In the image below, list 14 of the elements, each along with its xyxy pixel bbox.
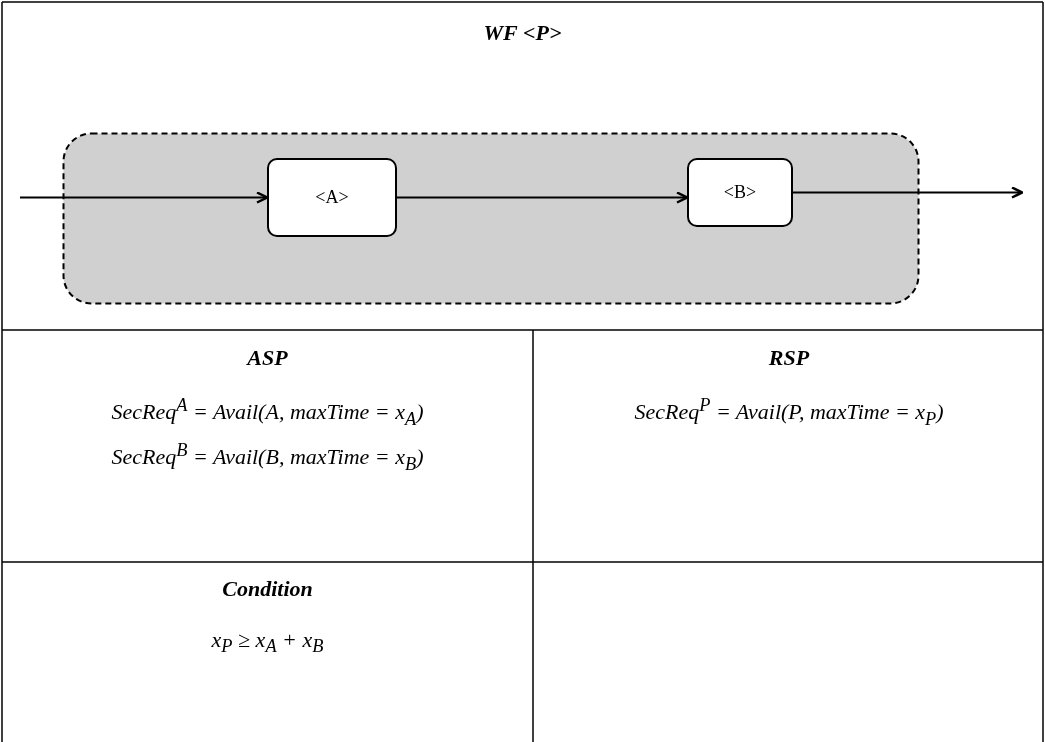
column-heading: ASP: [245, 345, 289, 371]
column-heading: RSP: [767, 345, 811, 371]
dashed-group-region: [62, 132, 920, 305]
formula-text: SecReq$^{B}$ = Avail(B, maxTime = x$_{B}$): [110, 440, 425, 475]
formula-text: SecReq$^{P}$ = Avail(P, maxTime = x$_{P}$): [633, 395, 945, 430]
formula-text: x$_{P}$ ≥ x$_{A}$ + x$_{B}$: [210, 627, 325, 658]
arrow: [396, 191, 689, 204]
arrow: [792, 186, 1024, 199]
arrow: [19, 191, 269, 204]
diagram-title: WF <P>: [482, 20, 563, 46]
column-heading: Condition: [221, 576, 314, 602]
formula-text: SecReq$^{A}$ = Avail(A, maxTime = x$_{A}$): [110, 395, 425, 430]
task-box: <A>: [267, 158, 397, 237]
task-box: <B>: [687, 158, 793, 227]
